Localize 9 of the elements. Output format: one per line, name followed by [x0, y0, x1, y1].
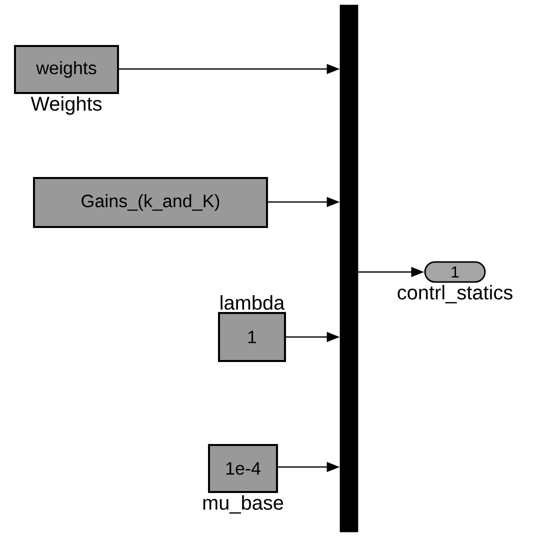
block-label: lambda — [220, 295, 285, 310]
constant-block: Gains_(k_and_K) — [33, 177, 268, 228]
constant-block: 1e-4 — [208, 444, 278, 493]
block-label: contrl_statics — [398, 284, 512, 304]
outport-block: 1 — [424, 261, 486, 283]
constant-block: 1 — [218, 312, 286, 362]
constant-block: weights — [14, 45, 119, 94]
block-label: mu_base — [203, 495, 284, 514]
block-label: Weights — [30, 96, 102, 115]
